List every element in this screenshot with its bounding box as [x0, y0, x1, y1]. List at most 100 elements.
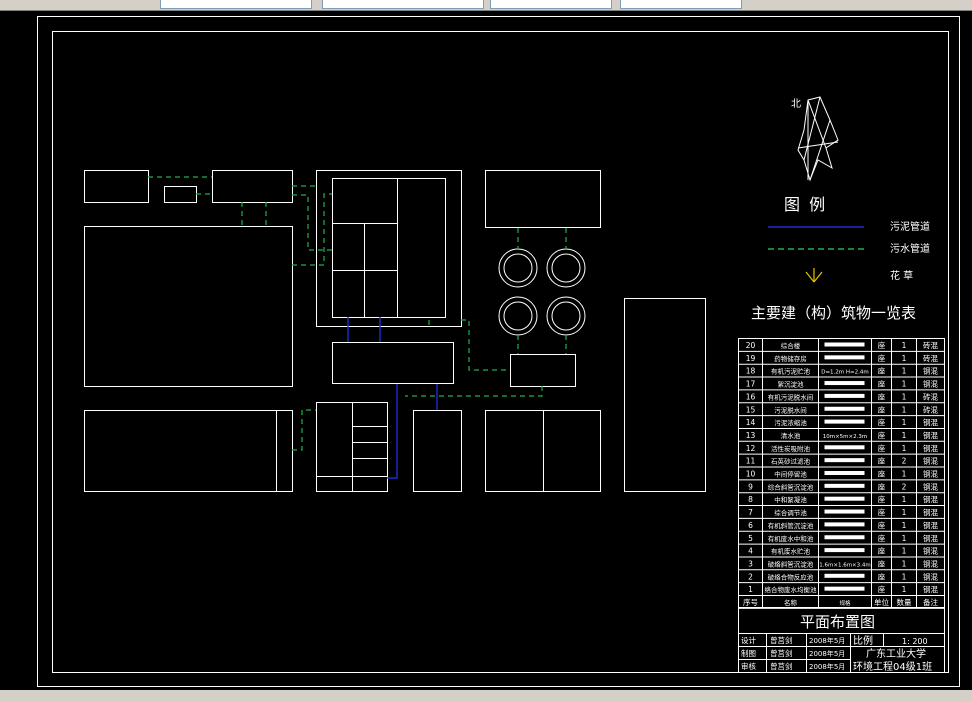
table-cell-spec: 10m×5m×2.3m [823, 434, 868, 440]
table-cell-name: 有机污泥脱水间 [768, 392, 814, 401]
table-cell-note: 砖混 [923, 340, 938, 350]
spec-glyph [824, 522, 865, 527]
table-cell-name: 清水池 [781, 431, 801, 440]
table-header-cell: 备注 [923, 597, 938, 607]
table-cell-qty: 1 [902, 572, 907, 581]
spec-glyph [824, 548, 865, 553]
building-block [332, 342, 454, 384]
legend-title: 图 例 [784, 195, 827, 214]
table-cell-name: 絮沉淀池 [778, 380, 805, 389]
table-cell-name: 活性炭吸附池 [771, 444, 811, 453]
table-cell-name: 中间停留池 [774, 470, 807, 479]
table-cell-unit: 座 [878, 546, 886, 556]
table-cell-no: 10 [746, 470, 756, 479]
table-cell-unit: 座 [878, 366, 886, 376]
table-cell-no: 19 [746, 354, 756, 363]
building-block [164, 186, 197, 203]
spec-glyph [824, 458, 865, 463]
app-toolbar-strip [0, 0, 972, 11]
table-cell-no: 11 [746, 457, 756, 466]
table-cell-no: 14 [746, 418, 756, 427]
table-cell-no: 9 [748, 482, 753, 491]
toolbar-field[interactable] [620, 0, 742, 9]
building-block [485, 170, 601, 228]
spec-glyph [824, 496, 865, 501]
table-cell-qty: 1 [902, 495, 907, 504]
north-arrow-icon [797, 96, 839, 182]
toolbar-field[interactable] [160, 0, 312, 9]
table-cell-no: 15 [746, 405, 756, 414]
table-cell-note: 钢混 [923, 430, 938, 440]
table-cell-qty: 1 [902, 470, 907, 479]
table-cell-name: 综合调节池 [774, 508, 807, 517]
table-cell-note: 钢混 [923, 558, 938, 568]
tb-name: 曾莒剑 [770, 648, 793, 658]
toolbar-field[interactable] [322, 0, 484, 9]
spec-glyph [824, 393, 865, 398]
school-name: 广东工业大学 [866, 647, 926, 660]
table-cell-name: 有机斜管沉淀池 [768, 521, 814, 530]
legend-sewage-label: 污水管道 [890, 242, 930, 255]
table-cell-name: 综合斜管沉淀池 [768, 482, 814, 491]
toolbar-field[interactable] [490, 0, 612, 9]
table-cell-name: 污泥浓缩池 [774, 418, 807, 427]
table-cell-note: 钢混 [923, 366, 938, 376]
tb-date: 2008年5月 [809, 636, 845, 645]
table-cell-spec: 1.6m×1.6m×3.4m [819, 562, 871, 568]
table-cell-no: 13 [746, 431, 756, 440]
table-cell-unit: 座 [878, 533, 886, 543]
table-cell-no: 3 [748, 559, 753, 568]
spec-glyph [824, 381, 865, 386]
scale-value: 1: 200 [902, 637, 928, 646]
circular-tank [498, 248, 538, 288]
north-label: 北 [791, 98, 801, 110]
spec-glyph [824, 483, 865, 488]
table-cell-qty: 1 [902, 418, 907, 427]
table-header-cell: 名称 [784, 598, 798, 607]
inner-frame [52, 31, 949, 673]
tb-role: 设计 [741, 635, 756, 645]
table-cell-no: 6 [748, 521, 753, 530]
table-cell-name: 破络合物反应池 [768, 572, 814, 581]
table-cell-note: 钢混 [923, 533, 938, 543]
building-block [212, 170, 293, 203]
table-cell-note: 钢混 [923, 520, 938, 530]
table-cell-no: 2 [748, 572, 753, 581]
scale-label: 比例 [853, 634, 873, 647]
table-cell-no: 18 [746, 367, 756, 376]
spec-glyph [824, 535, 865, 540]
table-cell-qty: 1 [902, 585, 907, 594]
table-cell-note: 砖混 [923, 391, 938, 401]
table-cell-qty: 1 [902, 444, 907, 453]
table-cell-qty: 1 [902, 354, 907, 363]
sludge-pipes [347, 317, 438, 479]
spec-glyph [824, 355, 865, 360]
table-cell-qty: 1 [902, 431, 907, 440]
tb-date: 2008年5月 [809, 662, 845, 671]
spec-glyph [824, 573, 865, 578]
table-cell-unit: 座 [878, 391, 886, 401]
table-cell-name: 有机污泥贮池 [771, 367, 811, 376]
table-cell-note: 钢混 [923, 469, 938, 479]
table-cell-unit: 座 [878, 520, 886, 530]
title-block [738, 607, 945, 673]
table-title: 主要建（构）筑物一览表 [751, 304, 916, 322]
table-cell-unit: 座 [878, 443, 886, 453]
table-cell-note: 钢混 [923, 494, 938, 504]
table-cell-note: 砖混 [923, 404, 938, 414]
table-cell-unit: 座 [878, 379, 886, 389]
table-cell-name: 破络斜管沉淀池 [768, 559, 814, 568]
legend-sludge-label: 污泥管道 [890, 220, 930, 233]
spec-glyph [824, 471, 865, 475]
table-cell-note: 钢混 [923, 443, 938, 453]
table-cell-note: 钢混 [923, 481, 938, 491]
building-block [510, 354, 576, 387]
table-cell-unit: 座 [878, 481, 886, 491]
tb-name: 曾莒剑 [770, 635, 793, 645]
table-cell-name: 有机废水贮池 [771, 547, 811, 556]
table-cell-unit: 座 [878, 494, 886, 504]
table-cell-unit: 座 [878, 507, 886, 517]
table-cell-no: 17 [746, 380, 756, 389]
